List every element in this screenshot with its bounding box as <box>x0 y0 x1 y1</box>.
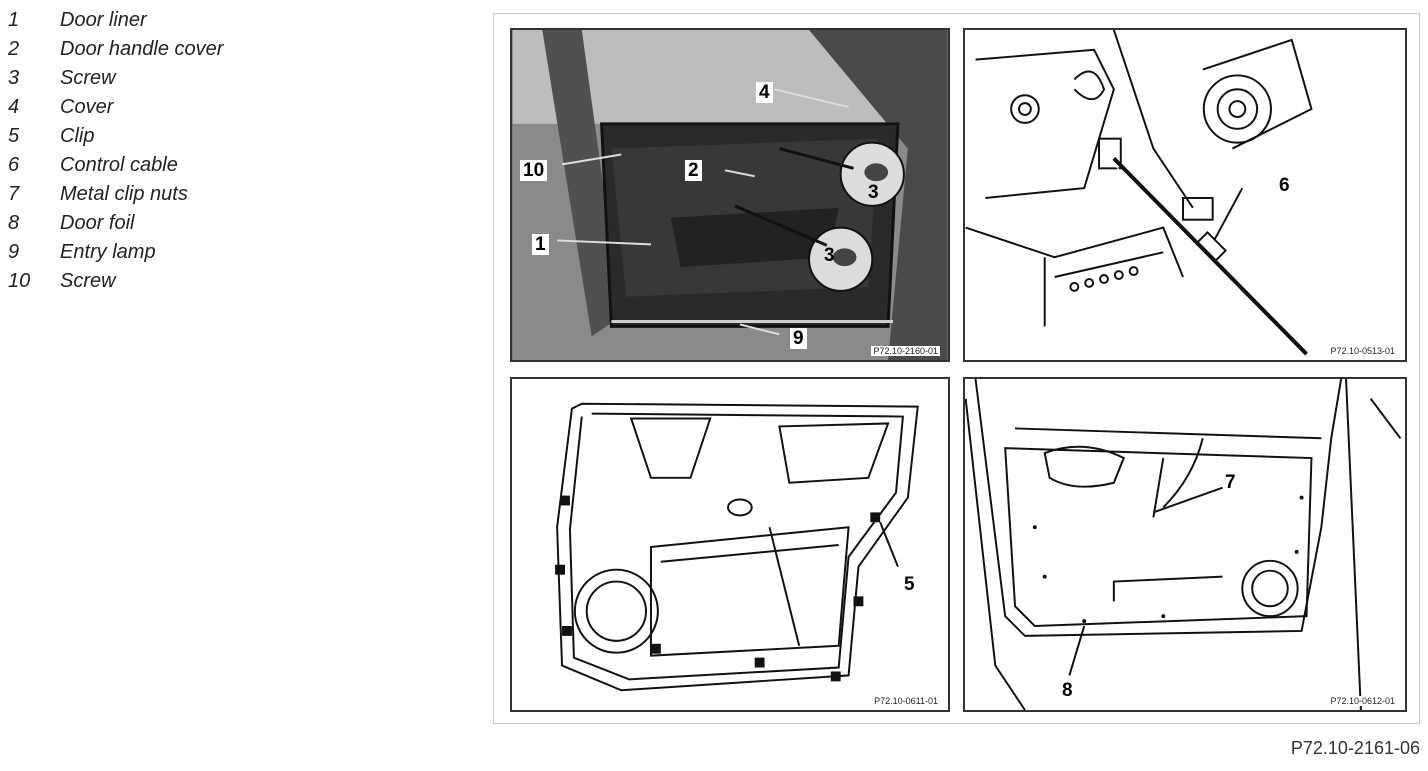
legend-number: 4 <box>8 96 20 118</box>
door-liner-back-drawing <box>555 402 919 692</box>
legend-number: 2 <box>8 38 20 60</box>
legend-label: Screw <box>60 67 116 89</box>
legend-item: 5 Clip <box>8 122 308 151</box>
callout-2: 2 <box>685 160 702 181</box>
legend-item: 7 Metal clip nuts <box>8 180 308 209</box>
callout-5: 5 <box>904 574 915 595</box>
document-code: P72.10-2161-06 <box>1290 738 1420 758</box>
legend-item: 4 Cover <box>8 93 308 122</box>
callout-1: 1 <box>532 234 549 255</box>
callout-3-lower: 3 <box>824 245 835 266</box>
legend-label: Entry lamp <box>60 241 156 263</box>
callout-3-upper: 3 <box>868 182 879 203</box>
panel-control-cable: 6 P72.10-0513-01 <box>963 28 1407 362</box>
panel-door-liner-clips: 5 P72.10-0611-01 <box>510 377 950 712</box>
legend-number: 7 <box>8 183 20 205</box>
door-liner-photo-drawing <box>512 30 948 360</box>
legend-label: Screw <box>60 270 116 292</box>
callout-6: 6 <box>1279 175 1290 196</box>
legend-item: 9 Entry lamp <box>8 238 308 267</box>
panel-code: P72.10-2160-01 <box>871 346 940 356</box>
panel-code: P72.10-0513-01 <box>1328 346 1397 356</box>
control-cable-drawing <box>965 30 1313 357</box>
legend-label: Door foil <box>60 212 135 234</box>
legend-label: Clip <box>60 125 95 147</box>
legend-item: 3 Screw <box>8 64 308 93</box>
legend-label: Door liner <box>60 9 147 31</box>
panel-door-foil: 7 8 P72.10-0612-01 <box>963 377 1407 712</box>
panel-code: P72.10-0612-01 <box>1328 696 1397 706</box>
legend-label: Cover <box>60 96 114 118</box>
legend-label: Control cable <box>60 154 178 176</box>
legend-item: 1 Door liner <box>8 6 308 35</box>
legend-number: 9 <box>8 241 20 263</box>
legend-number: 10 <box>8 270 31 292</box>
legend-item: 2 Door handle cover <box>8 35 308 64</box>
legend-number: 6 <box>8 154 20 176</box>
legend-item: 6 Control cable <box>8 151 308 180</box>
callout-8: 8 <box>1062 680 1073 701</box>
legend-number: 1 <box>8 9 20 31</box>
legend-label: Door handle cover <box>60 38 224 60</box>
legend-number: 3 <box>8 67 20 89</box>
figure-frame <box>493 13 1420 724</box>
legend-number: 5 <box>8 125 20 147</box>
callout-7: 7 <box>1225 472 1236 493</box>
panel-door-liner-photo: 4 2 10 1 3 3 9 P72.10-2160-01 <box>510 28 950 362</box>
callout-9: 9 <box>790 328 807 349</box>
callout-10: 10 <box>520 160 548 181</box>
door-foil-drawing <box>965 379 1402 710</box>
legend-number: 8 <box>8 212 20 234</box>
callout-4: 4 <box>756 82 773 103</box>
legend-item: 8 Door foil <box>8 209 308 238</box>
legend-item: 10 Screw <box>8 267 308 296</box>
legend-label: Metal clip nuts <box>60 183 188 205</box>
panel-code: P72.10-0611-01 <box>872 696 940 706</box>
